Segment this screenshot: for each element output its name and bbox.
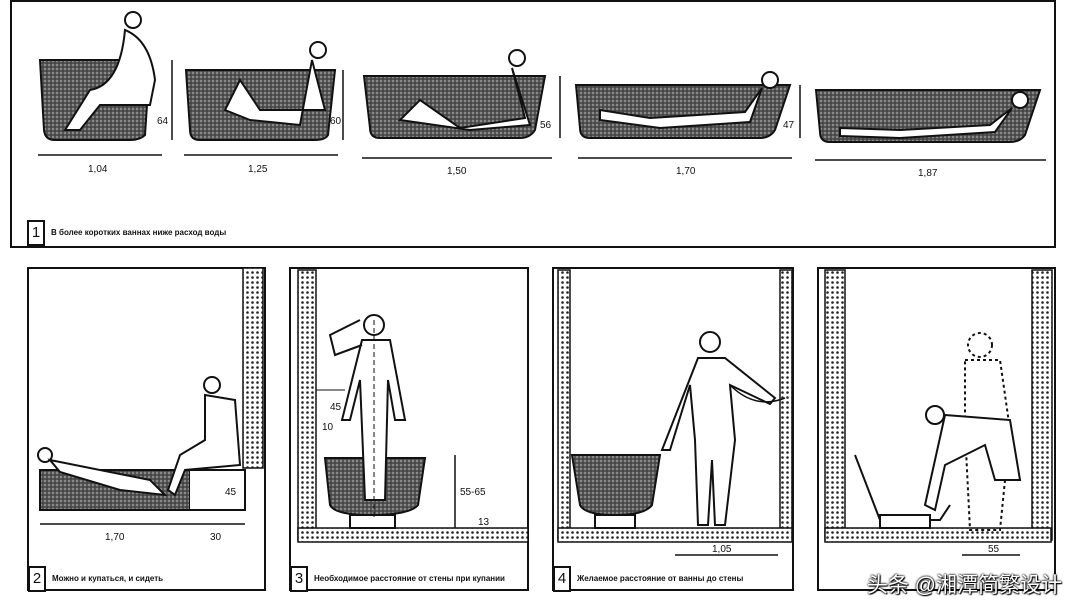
watermark: 头条 @湘潭简繁设计 [866, 574, 1062, 597]
bather-figures [63, 11, 1029, 140]
panel-1-dimension-labels: 1,04 1,25 1,50 1,70 1,87 64 60 56 47 [88, 116, 938, 179]
panel-2-bathtub [37, 376, 246, 525]
svg-text:1,50: 1,50 [447, 166, 467, 177]
svg-text:1,25: 1,25 [248, 164, 268, 175]
p2-dim-length: 1,70 [105, 532, 125, 543]
p3-dim-45: 45 [330, 402, 342, 413]
p5-dim-distance: 55 [988, 544, 1000, 555]
walls [242, 267, 1053, 543]
svg-text:47: 47 [783, 120, 795, 131]
caption-text: Можно и купаться, и сидеть [52, 574, 164, 583]
p3-dim-height: 55-65 [460, 487, 486, 498]
caption-text: Желаемое расстояние от ванны до стены [577, 574, 744, 583]
caption-text: Необходимое расстояние от стены при купа… [314, 574, 505, 583]
panel-5-bending-figure [854, 332, 1022, 556]
svg-text:64: 64 [157, 116, 169, 127]
panel-1-frame [10, 0, 1056, 248]
svg-text:56: 56 [540, 120, 552, 131]
p4-dim-distance: 1,05 [712, 544, 732, 555]
svg-text:1,70: 1,70 [676, 166, 696, 177]
panel-4-bathtub-towel [570, 331, 786, 556]
width-dimension-lines [38, 60, 1046, 161]
caption-4: 4 Желаемое расстояние от ванны до стены [553, 566, 773, 592]
p3-dim-13: 13 [478, 517, 490, 528]
panel-number-2: 2 [28, 566, 46, 592]
panel-number-4: 4 [553, 566, 571, 592]
caption-1: 1 В более коротких ваннах ниже расход во… [27, 220, 226, 246]
p2-dim-height: 45 [225, 487, 237, 498]
panel-4-frame [552, 267, 794, 591]
panel-3-shower [316, 314, 456, 529]
p2-dim-seat: 30 [210, 532, 222, 543]
caption-text: В более коротких ваннах ниже расход воды [51, 228, 227, 237]
panel-2-frame [27, 267, 266, 591]
panel-number-1: 1 [27, 220, 45, 246]
svg-text:1,87: 1,87 [918, 168, 938, 179]
panel-number-3: 3 [290, 566, 308, 592]
panel-3-frame [289, 267, 529, 591]
svg-text:60: 60 [330, 116, 342, 127]
caption-2: 2 Можно и купаться, и сидеть [28, 566, 258, 592]
p3-dim-10: 10 [322, 422, 334, 433]
caption-3: 3 Необходимое расстояние от стены при ку… [290, 566, 515, 592]
svg-text:1,04: 1,04 [88, 164, 108, 175]
panel-5-frame [817, 267, 1056, 591]
